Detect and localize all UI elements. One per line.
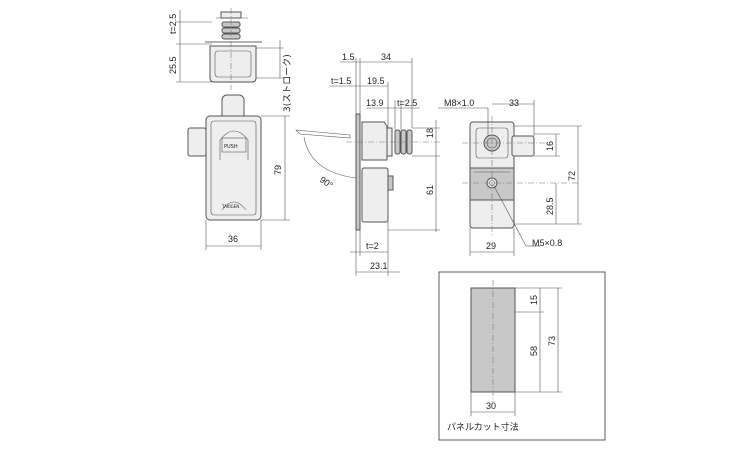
dim-side-34: 34 <box>381 52 391 62</box>
dim-cut-58: 58 <box>529 346 539 356</box>
panel-cut-caption: パネルカット寸法 <box>447 421 519 433</box>
front-view: PUSH TAKIGEN 79 36 <box>187 94 290 250</box>
svg-text:TAKIGEN: TAKIGEN <box>221 204 239 209</box>
dim-top-height: 25.5 <box>168 56 178 74</box>
dim-cut-30: 30 <box>486 401 496 411</box>
dim-top-stroke: 3(ストローク) <box>282 54 293 112</box>
dim-back-thread2: M5×0.8 <box>532 238 562 248</box>
dim-back-33: 33 <box>509 98 519 108</box>
back-view: M8×1.0 33 16 72 28.5 29 M5×0.8 <box>438 98 582 256</box>
dim-side-t3: t=2 <box>366 241 379 251</box>
dim-back-thread1: M8×1.0 <box>444 98 474 108</box>
dim-side-angle: 90° <box>318 174 335 190</box>
dim-side-t2: t=2.5 <box>397 98 417 108</box>
dim-side-t1: t=1.5 <box>331 76 351 86</box>
dim-back-29: 29 <box>486 241 496 251</box>
dim-cut-15: 15 <box>529 295 539 305</box>
dim-back-72: 72 <box>567 171 577 181</box>
dim-side-61: 61 <box>425 185 435 195</box>
dim-side-19-5: 19.5 <box>367 76 385 86</box>
dim-back-16: 16 <box>545 141 555 151</box>
dim-top-t: t=2.5 <box>168 14 178 34</box>
dim-back-28-5: 28.5 <box>545 197 555 215</box>
top-view: t=2.5 25.5 3(ストローク) <box>168 8 293 112</box>
dim-side-1-5: 1.5 <box>342 52 355 62</box>
dim-side-18: 18 <box>425 128 435 138</box>
dim-side-13-9: 13.9 <box>366 98 384 108</box>
svg-text:PUSH: PUSH <box>224 144 238 150</box>
dim-front-width: 36 <box>228 234 238 244</box>
dim-front-height: 79 <box>273 165 283 175</box>
side-view: 90° 1.5 34 t=1.5 19.5 13.9 t=2.5 18 <box>295 52 440 276</box>
dim-cut-73: 73 <box>547 336 557 346</box>
dim-side-23-1: 23.1 <box>370 261 388 271</box>
panel-cut-frame <box>438 271 606 441</box>
panel-cut-view: 15 73 58 30 パネルカット寸法 <box>438 271 606 441</box>
